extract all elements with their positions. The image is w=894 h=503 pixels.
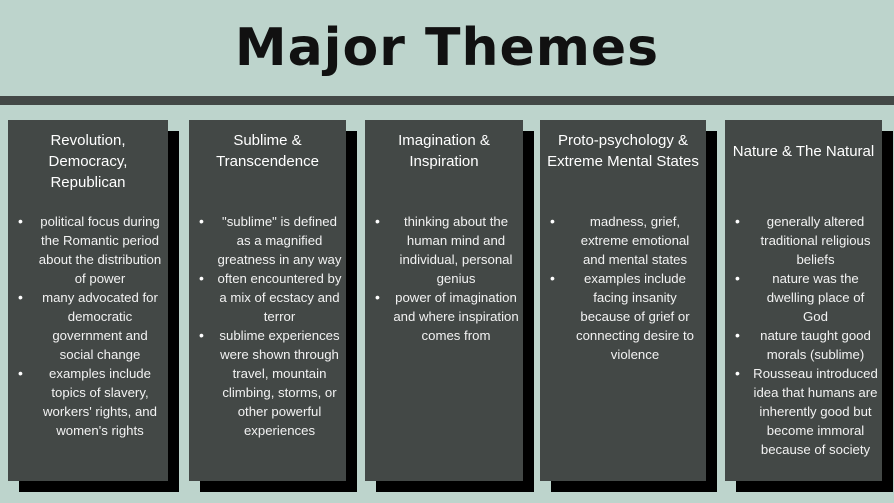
theme-card-psychology: Proto-psychology & Extreme Mental States… — [540, 120, 706, 481]
list-item: madness, grief, extreme emotional and me… — [550, 212, 702, 269]
card-title: Nature & The Natural — [732, 143, 875, 160]
card-title: Revolution, Democracy, Republican — [48, 132, 128, 191]
list-item: "sublime" is defined as a magnified grea… — [199, 212, 342, 269]
theme-card-revolution: Revolution, Democracy, Republican politi… — [8, 120, 168, 481]
card-title: Proto-psychology & Extreme Mental States — [547, 132, 699, 170]
list-item: thinking about the human mind and indivi… — [375, 212, 519, 288]
list-item: often encountered by a mix of ecstacy an… — [199, 269, 342, 326]
list-item: examples include facing insanity because… — [550, 269, 702, 364]
bullet-list: generally altered traditional religious … — [735, 212, 878, 459]
list-item: generally altered traditional religious … — [735, 212, 878, 269]
theme-card-imagination: Imagination & Inspiration thinking about… — [365, 120, 523, 481]
list-item: nature taught good morals (sublime) — [735, 326, 878, 364]
page-title: Major Themes — [234, 18, 660, 78]
title-divider — [0, 96, 894, 105]
bullet-list: political focus during the Romantic peri… — [18, 212, 164, 440]
bullet-list: "sublime" is defined as a magnified grea… — [199, 212, 342, 440]
list-item: political focus during the Romantic peri… — [18, 212, 164, 288]
list-item: nature was the dwelling place of God — [735, 269, 878, 326]
list-item: Rousseau introduced idea that humans are… — [735, 364, 878, 459]
bullet-list: thinking about the human mind and indivi… — [375, 212, 519, 345]
list-item: power of imagination and where inspirati… — [375, 288, 519, 345]
list-item: many advocated for democratic government… — [18, 288, 164, 364]
bullet-list: madness, grief, extreme emotional and me… — [550, 212, 702, 364]
card-title: Imagination & Inspiration — [398, 132, 490, 170]
card-title: Sublime & Transcendence — [216, 132, 319, 170]
theme-card-nature: Nature & The Natural generally altered t… — [725, 120, 882, 481]
theme-card-sublime: Sublime & Transcendence "sublime" is def… — [189, 120, 346, 481]
list-item: examples include topics of slavery, work… — [18, 364, 164, 440]
list-item: sublime experiences were shown through t… — [199, 326, 342, 440]
